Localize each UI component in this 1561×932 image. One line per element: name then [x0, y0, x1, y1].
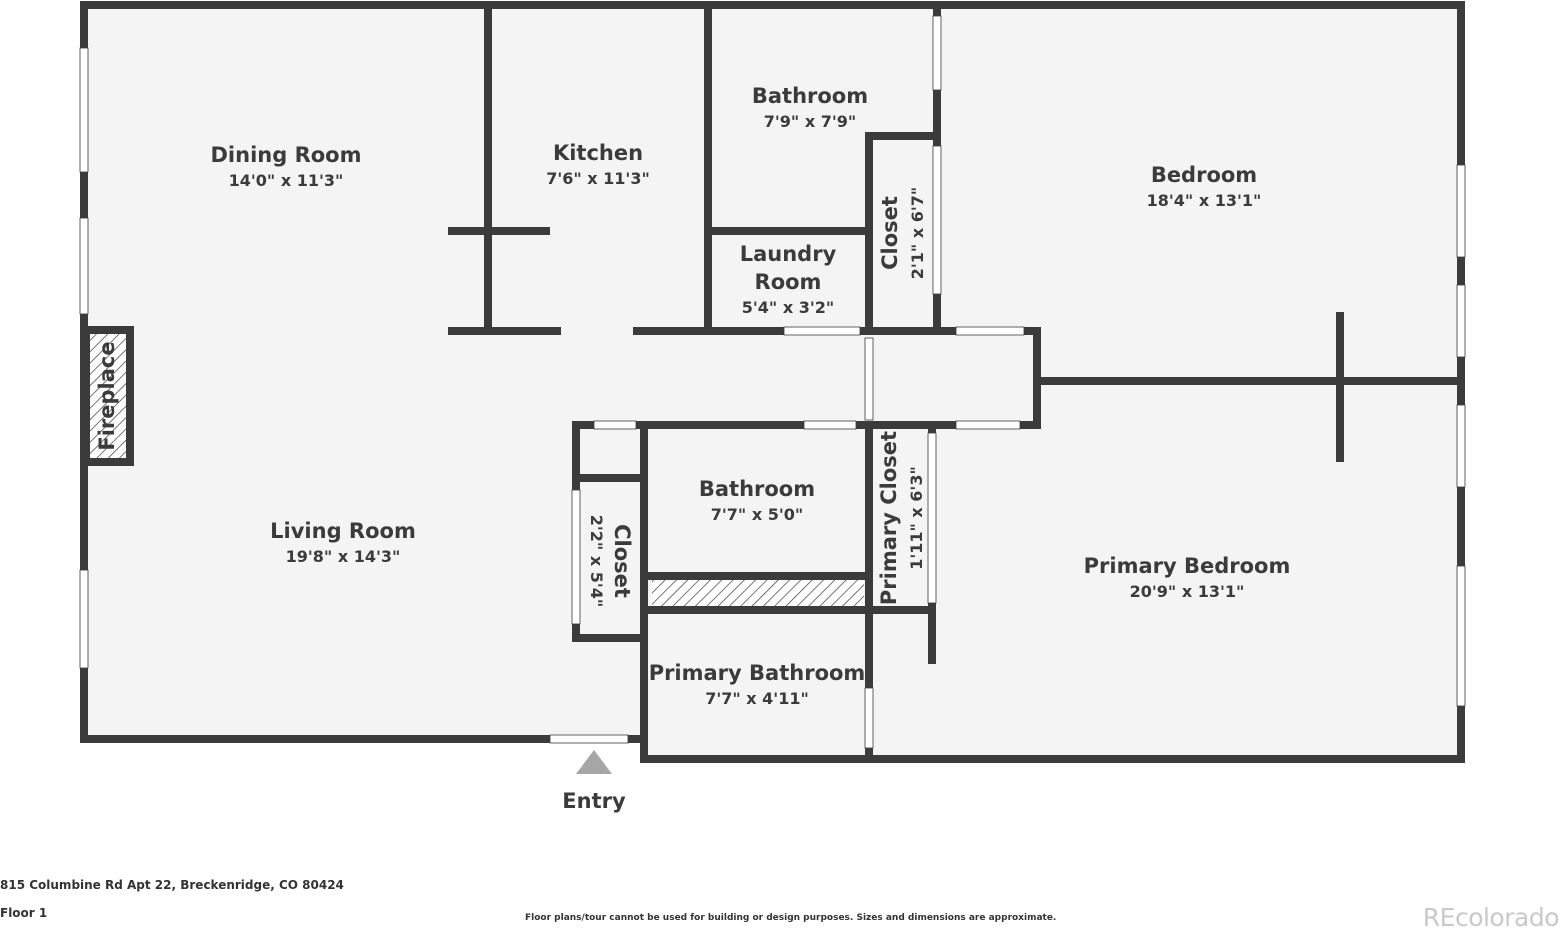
kitchen-dims: 7'6" x 11'3" — [546, 169, 650, 188]
bathroom-2-dims: 7'7" x 5'0" — [711, 505, 803, 524]
kitchen-name: Kitchen — [553, 141, 643, 165]
closet-2-name: Closet — [610, 524, 634, 598]
hatched-shaft — [652, 580, 864, 606]
primary-closet-name: Primary Closet — [877, 431, 901, 605]
laundry-room-name-line1: Laundry — [740, 242, 837, 266]
dining-room-name: Dining Room — [211, 143, 362, 167]
entry-label: Entry — [562, 789, 626, 813]
bedroom-dims: 18'4" x 13'1" — [1147, 191, 1262, 210]
laundry-room-dims: 5'4" x 3'2" — [742, 298, 834, 317]
floor-label: Floor 1 — [0, 906, 48, 920]
living-room-name: Living Room — [270, 519, 416, 543]
bedroom-name: Bedroom — [1151, 163, 1257, 187]
openings — [79, 15, 1466, 749]
property-address: 815 Columbine Rd Apt 22, Breckenridge, C… — [0, 878, 344, 892]
fireplace-hearth — [90, 334, 126, 458]
living-room-dims: 19'8" x 14'3" — [286, 547, 401, 566]
bathroom-2-name: Bathroom — [699, 477, 815, 501]
laundry-room-name-line2: Room — [755, 270, 822, 294]
primary-bedroom-name: Primary Bedroom — [1084, 554, 1291, 578]
primary-bedroom-dims: 20'9" x 13'1" — [1130, 582, 1245, 601]
entry-marker-icon — [576, 750, 612, 774]
dining-room-dims: 14'0" x 11'3" — [229, 171, 344, 190]
bathroom-1-dims: 7'9" x 7'9" — [764, 112, 856, 131]
disclaimer-text: Floor plans/tour cannot be used for buil… — [525, 913, 1057, 923]
closet-1-dims: 2'1" x 6'7" — [908, 187, 927, 279]
fireplace-name: Fireplace — [95, 341, 119, 450]
bathroom-1-name: Bathroom — [752, 84, 868, 108]
floor-area — [84, 5, 1461, 759]
primary-closet-dims: 1'11" x 6'3" — [907, 466, 926, 570]
floor-plan: Dining Room 14'0" x 11'3" Kitchen 7'6" x… — [79, 1, 1466, 813]
closet-1-name: Closet — [878, 196, 902, 270]
primary-bathroom-name: Primary Bathroom — [649, 661, 866, 685]
brand-logo: REcolorado — [1422, 903, 1560, 932]
closet-2-dims: 2'2" x 5'4" — [587, 515, 606, 607]
primary-bathroom-dims: 7'7" x 4'11" — [705, 689, 809, 708]
